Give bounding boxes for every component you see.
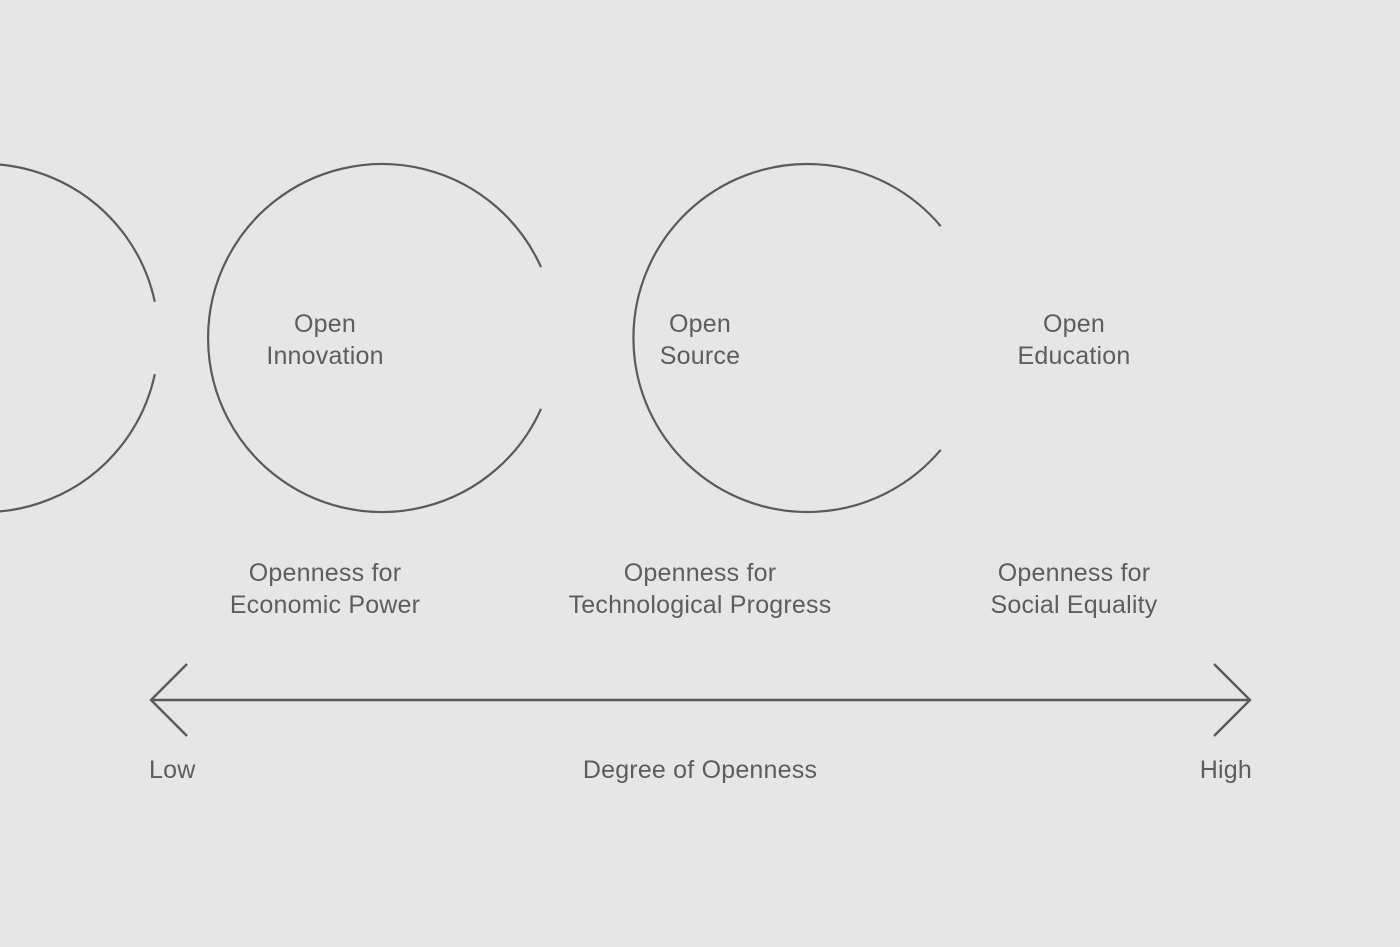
node-caption-line1-open-source: Openness for (624, 559, 777, 587)
node-open-innovation[interactable]: Open Innovation Openness for Economic Po… (0, 163, 420, 619)
circle-arc-open-source (207, 162, 543, 514)
node-title-line2-open-education: Education (1018, 342, 1131, 370)
arrow-right-icon (1213, 663, 1252, 737)
node-title-line1-open-source: Open (669, 310, 731, 338)
node-title-line2-open-source: Source (660, 342, 740, 370)
node-title-line1-open-innovation: Open (294, 310, 356, 338)
circle-arc-open-innovation (0, 163, 156, 513)
node-title-line2-open-innovation: Innovation (266, 342, 383, 370)
node-caption-line2-open-education: Social Equality (991, 591, 1158, 619)
node-title-line1-open-education: Open (1043, 310, 1105, 338)
node-open-education[interactable]: Open Education Openness for Social Equal… (632, 162, 1158, 619)
node-caption-line2-open-source: Technological Progress (569, 591, 832, 619)
node-open-source[interactable]: Open Source Openness for Technological P… (207, 162, 832, 619)
axis-label-low: Low (149, 756, 196, 784)
node-caption-line1-open-innovation: Openness for (249, 559, 402, 587)
axis-label-high: High (1200, 756, 1252, 784)
arrow-left-icon (149, 663, 188, 737)
axis-label-degree-of-openness: Degree of Openness (583, 756, 817, 784)
circle-arc-open-education (632, 162, 942, 514)
openness-axis: Low Degree of Openness High (149, 663, 1252, 784)
node-caption-line1-open-education: Openness for (998, 559, 1151, 587)
node-caption-line2-open-innovation: Economic Power (230, 591, 420, 619)
